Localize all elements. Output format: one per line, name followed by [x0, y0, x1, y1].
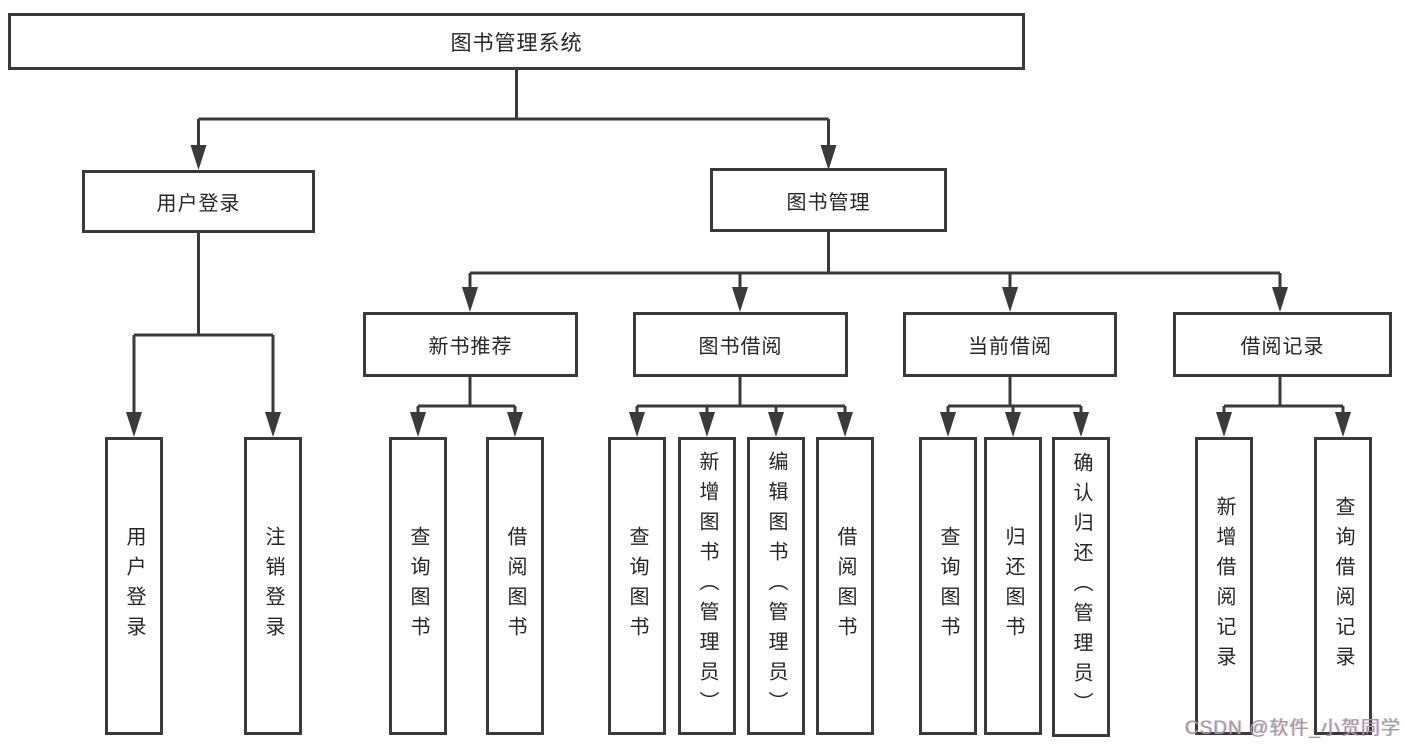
- node-book-management: 图书管理: [710, 168, 947, 232]
- leaf-borrow-add-book-admin: 新增图书（管理员）: [678, 437, 736, 735]
- leaf-records-query-record: 查询借阅记录: [1314, 437, 1372, 735]
- leaf-logout: 注销登录: [244, 437, 302, 735]
- node-root-system: 图书管理系统: [8, 13, 1025, 70]
- leaf-recommend-query-book: 查询图书: [389, 437, 447, 735]
- node-new-book-recommendation: 新书推荐: [363, 312, 578, 377]
- leaf-current-query-book: 查询图书: [919, 437, 977, 735]
- csdn-watermark: CSDN @软件_小贺同学: [1185, 718, 1401, 739]
- leaf-current-confirm-return-admin: 确认归还（管理员）: [1052, 437, 1110, 737]
- leaf-user-login: 用户登录: [105, 437, 163, 735]
- leaf-recommend-borrow-book: 借阅图书: [486, 437, 544, 735]
- leaf-current-return-book: 归还图书: [984, 437, 1042, 735]
- leaf-borrow-edit-book-admin: 编辑图书（管理员）: [747, 437, 805, 735]
- node-user-login: 用户登录: [82, 170, 315, 233]
- node-current-borrowing: 当前借阅: [903, 312, 1117, 377]
- node-borrowing-records: 借阅记录: [1173, 312, 1392, 377]
- leaf-borrow-borrow-book: 借阅图书: [816, 437, 874, 735]
- leaf-records-add-record: 新增借阅记录: [1195, 437, 1253, 735]
- leaf-borrow-query-book: 查询图书: [608, 437, 666, 735]
- node-book-borrowing: 图书借阅: [633, 312, 848, 377]
